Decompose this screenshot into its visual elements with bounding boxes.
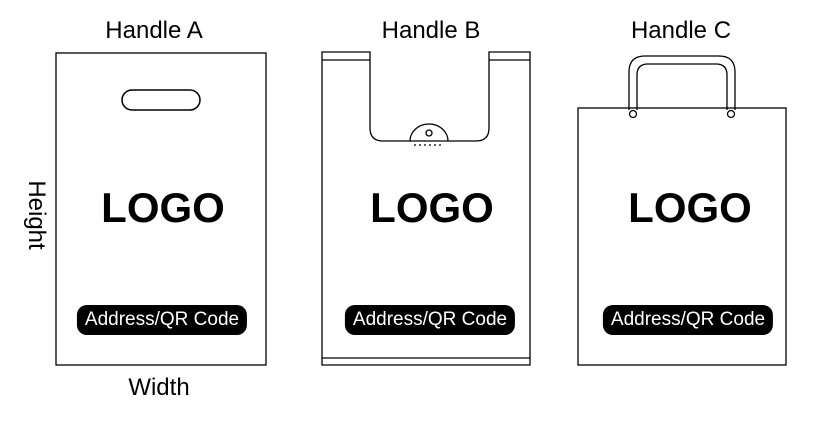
bag-a-outline bbox=[55, 52, 267, 366]
bag-b-outline bbox=[321, 51, 531, 366]
bag-b-address-badge: Address/QR Code bbox=[344, 305, 516, 335]
bag-b-logo: LOGO bbox=[370, 184, 494, 231]
handle-c-label: Handle C bbox=[630, 17, 732, 44]
bag-c-logo: LOGO bbox=[628, 184, 752, 231]
handle-a-label: Handle A bbox=[105, 17, 203, 44]
bag-c-outline bbox=[577, 55, 787, 366]
bag-a-logo: LOGO bbox=[101, 184, 225, 231]
handle-b-label: Handle B bbox=[381, 17, 481, 44]
bag-a-address-badge: Address/QR Code bbox=[76, 305, 248, 335]
bag-c-address-badge: Address/QR Code bbox=[602, 305, 774, 335]
width-label: Width bbox=[128, 374, 190, 401]
